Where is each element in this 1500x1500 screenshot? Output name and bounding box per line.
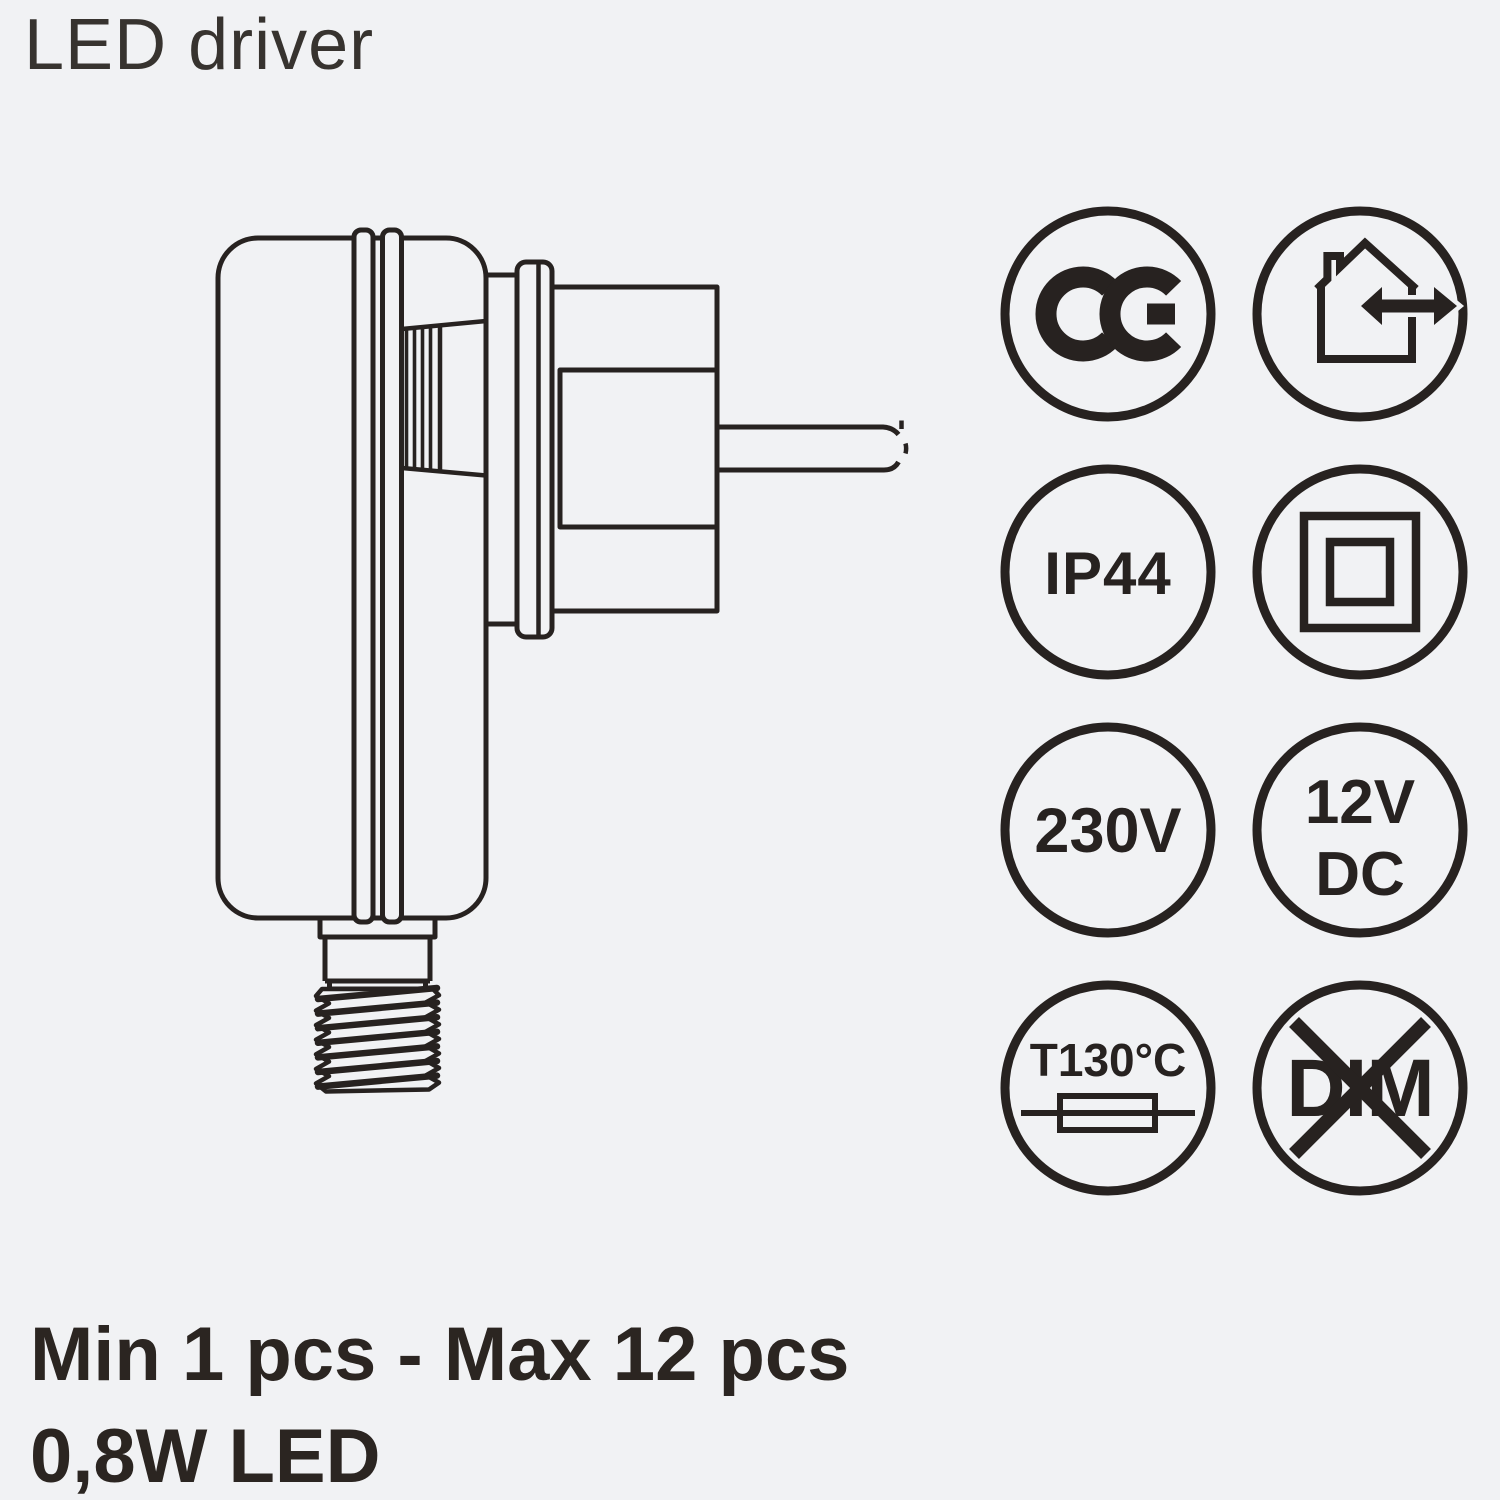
- ce-letter-c: [1035, 266, 1118, 362]
- inner-square: [1325, 537, 1395, 607]
- device-neck: [486, 272, 518, 627]
- ce-mark-icon: [1000, 206, 1216, 422]
- output-voltage-icon: 12V DC: [1252, 722, 1468, 938]
- badge-grid: IP44 230V 12V DC T130°C DIM: [997, 203, 1471, 1199]
- device-plug-housing: [549, 284, 720, 614]
- house-walls: [1317, 285, 1416, 363]
- badge-ring: [1252, 206, 1468, 422]
- badge-ring: [1000, 464, 1216, 680]
- class-ii-double-insulation-icon: [1252, 464, 1468, 680]
- footer-quantity-range: Min 1 pcs - Max 12 pcs: [30, 1312, 850, 1397]
- thermal-fuse-label: T130°C: [1030, 1034, 1186, 1086]
- badge-ring: [1252, 980, 1468, 1196]
- badge-ring: [1000, 722, 1216, 938]
- device-collar: [514, 259, 555, 640]
- not-dimmable-icon: DIM: [1252, 980, 1468, 1196]
- device-side-panel: [401, 318, 487, 478]
- input-voltage-icon: 230V: [1000, 722, 1216, 938]
- cross-out-x: [1289, 1017, 1431, 1159]
- badge-ring: [1000, 206, 1216, 422]
- output-voltage-line1: 12V: [1305, 768, 1415, 837]
- indoor-outdoor-use-icon: [1252, 206, 1468, 422]
- device-strap-right: [380, 227, 404, 925]
- device-screw-thread: [313, 984, 442, 1094]
- ce-letter-e-arc: [1099, 266, 1182, 362]
- badge-ring: [1252, 722, 1468, 938]
- device-plug-recess: [557, 367, 717, 530]
- house-roof: [1314, 237, 1419, 292]
- input-voltage-label: 230V: [1034, 796, 1181, 866]
- outer-square: [1299, 511, 1421, 633]
- ip44-rating-icon: IP44: [1000, 464, 1216, 680]
- badge-ring: [1000, 980, 1216, 1196]
- fuse-body: [1057, 1093, 1158, 1133]
- badge-ring: [1252, 464, 1468, 680]
- footer-wattage: 0,8W LED: [30, 1414, 381, 1499]
- double-arrow-icon: [1361, 287, 1457, 325]
- device-plug-pin: [717, 420, 909, 473]
- device-screw-base: [317, 918, 438, 992]
- thermal-fuse-icon: T130°C: [1000, 980, 1216, 1196]
- ip44-label: IP44: [1044, 540, 1171, 607]
- device-strap-left: [351, 227, 376, 925]
- page-title: LED driver: [24, 5, 375, 85]
- output-voltage-line2: DC: [1315, 840, 1405, 909]
